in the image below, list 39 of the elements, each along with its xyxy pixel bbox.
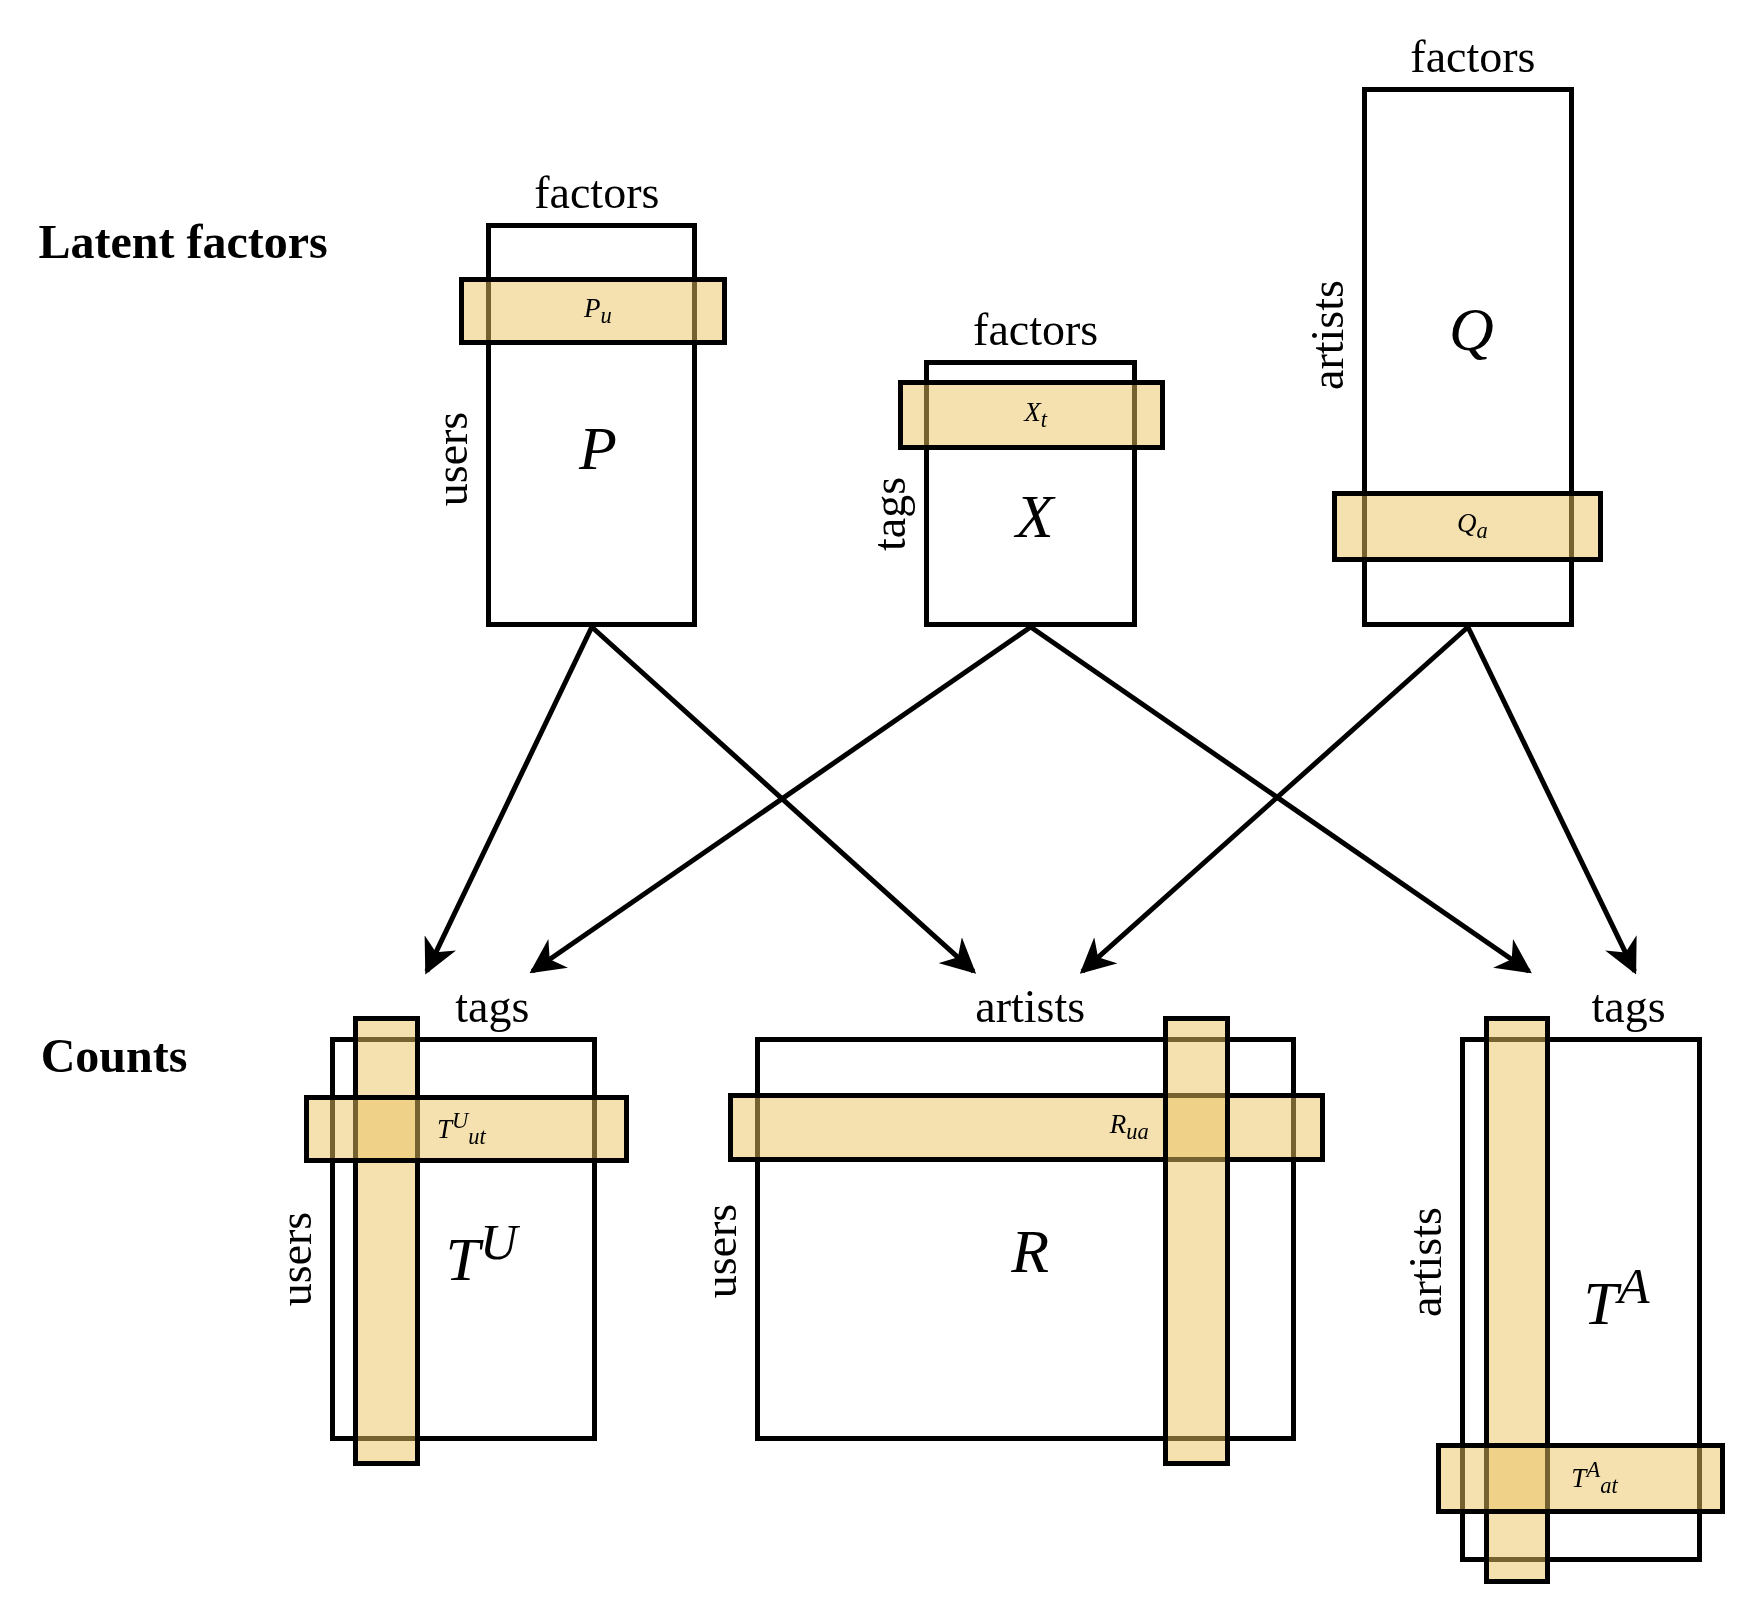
element-label: R$_{ua}$ xyxy=(1109,1111,1149,1144)
matrix-name: T$^{U}$ xyxy=(445,1216,518,1291)
axis-label: users xyxy=(429,412,476,507)
arrow xyxy=(424,625,595,975)
row-heading: Counts xyxy=(40,1032,188,1080)
row-heading: Latent factors xyxy=(38,218,328,266)
matrix-name: P xyxy=(578,417,617,480)
element-label: P$_{u}$ xyxy=(584,294,612,328)
axis-label: tags xyxy=(455,984,530,1031)
highlight-strip xyxy=(1162,1016,1230,1467)
matrix-name: X xyxy=(1015,485,1054,548)
highlight-strip xyxy=(303,1094,630,1163)
axis-label: factors xyxy=(1410,33,1536,80)
axis-label: factors xyxy=(973,306,1099,353)
highlight-strip xyxy=(458,277,728,346)
highlight-strip xyxy=(1483,1016,1550,1584)
element-label: X$_{t}$ xyxy=(1024,398,1048,432)
axis-label: artists xyxy=(975,984,1086,1031)
matrix-name: T$^{A}$ xyxy=(1583,1260,1650,1335)
axis-label: tags xyxy=(1591,984,1666,1031)
axis-label: users xyxy=(273,1211,319,1307)
highlight-strip xyxy=(728,1093,1326,1162)
highlight-strip xyxy=(353,1016,421,1467)
axis-label: factors xyxy=(534,170,660,217)
axis-label: users xyxy=(697,1204,744,1299)
matrix-name: Q xyxy=(1448,298,1494,361)
arrow xyxy=(529,624,1033,974)
element-label: Q$_{a}$ xyxy=(1457,509,1488,543)
highlight-strip xyxy=(1435,1443,1725,1514)
highlight-strip xyxy=(897,379,1165,450)
axis-label: artists xyxy=(1304,280,1351,390)
axis-label: artists xyxy=(1402,1207,1449,1318)
highlight-strip xyxy=(1332,490,1603,563)
axis-label: tags xyxy=(867,477,913,552)
arrow xyxy=(1079,625,1470,974)
matrix-name: R xyxy=(1011,1220,1050,1283)
arrow xyxy=(1029,624,1532,974)
arrow xyxy=(1465,625,1637,975)
arrow xyxy=(590,625,977,974)
